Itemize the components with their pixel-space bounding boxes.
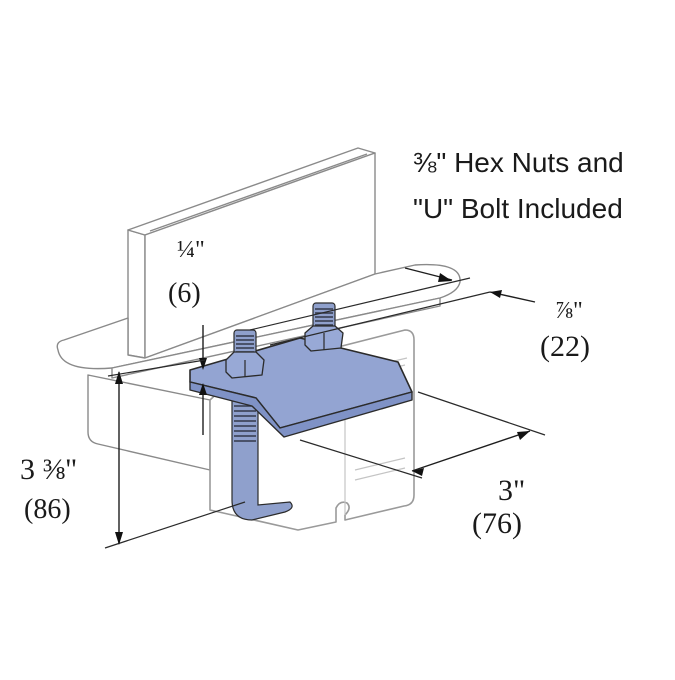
label-height: 3 ⅜" (86) — [20, 453, 77, 525]
note-line-2: "U" Bolt Included — [413, 193, 623, 224]
thickness-imperial: ¼" — [177, 237, 205, 263]
note-line-1: ⅜" Hex Nuts and — [413, 147, 624, 178]
width-metric: (76) — [472, 507, 522, 540]
note-text: ⅜" Hex Nuts and "U" Bolt Included — [413, 147, 624, 224]
label-thickness: ¼" (6) — [168, 237, 205, 309]
height-metric: (86) — [24, 494, 71, 525]
label-width: 3" (76) — [472, 474, 525, 540]
bolt-left — [225, 329, 265, 379]
dimension-height — [104, 359, 246, 549]
thickness-metric: (6) — [168, 278, 201, 309]
flange-gap-imperial: ⅞" — [555, 298, 583, 324]
label-flange-gap: ⅞" (22) — [540, 298, 590, 363]
dimension-width — [299, 391, 546, 479]
width-imperial: 3" — [498, 474, 525, 507]
flange-gap-metric: (22) — [540, 330, 590, 363]
height-imperial: 3 ⅜" — [20, 453, 77, 486]
dimension-flange-gap — [249, 267, 536, 346]
